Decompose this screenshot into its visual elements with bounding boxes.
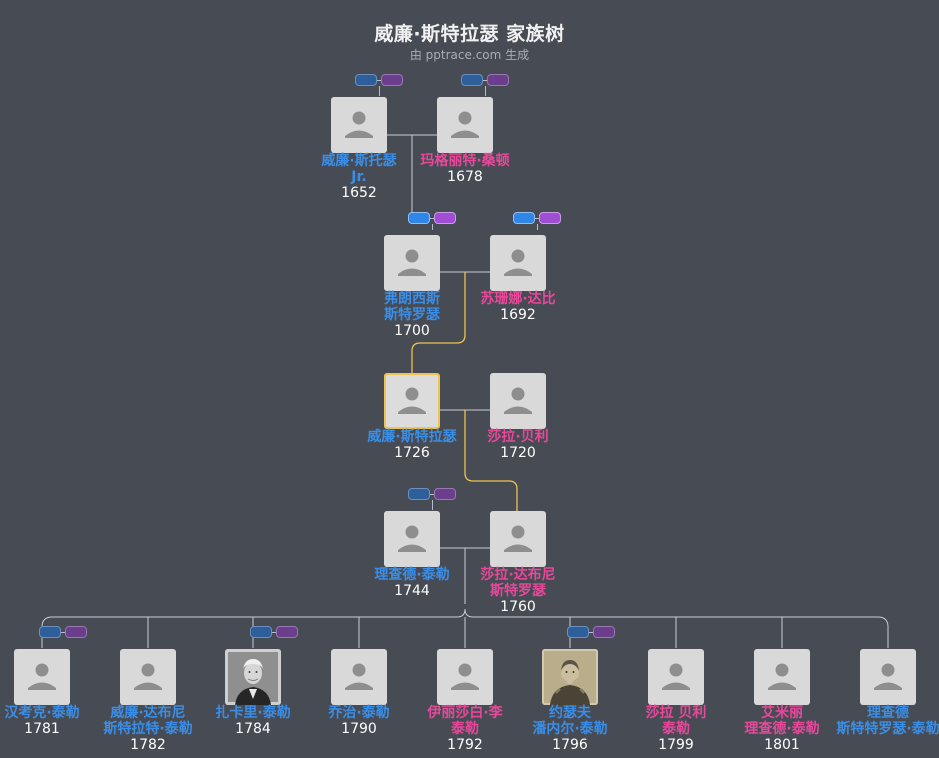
- person-name-line: 斯特特罗瑟·泰勒: [836, 721, 939, 737]
- parent-links-p7[interactable]: [408, 488, 460, 510]
- person-name-line: 威廉·斯托瑟: [321, 153, 397, 169]
- person-birth-year: 1760: [500, 599, 536, 615]
- person-name-line: 威廉·达布尼: [110, 705, 186, 721]
- mother-link-badge[interactable]: [487, 74, 509, 86]
- person-birth-year: 1678: [447, 169, 483, 185]
- parent-links-c3[interactable]: [250, 626, 302, 639]
- person-birth-year: 1744: [394, 583, 430, 599]
- person-birth-year: 1720: [500, 445, 536, 461]
- person-birth-year: 1781: [24, 721, 60, 737]
- person-birth-year: 1799: [658, 737, 694, 753]
- person-silhouette-icon[interactable]: [120, 649, 176, 705]
- mother-link-badge[interactable]: [434, 488, 456, 500]
- person-silhouette-icon[interactable]: [384, 235, 440, 291]
- person-silhouette-icon[interactable]: [331, 97, 387, 153]
- person-name-line: 莎拉 贝利: [645, 705, 707, 721]
- person-silhouette-icon[interactable]: [860, 649, 916, 705]
- person-birth-year: 1801: [764, 737, 800, 753]
- person-name-line: 泰勒: [662, 721, 690, 737]
- father-link-badge[interactable]: [39, 626, 61, 638]
- person-name: 乔治·泰勒: [328, 705, 390, 721]
- person-silhouette-icon[interactable]: [490, 373, 546, 429]
- person-name: 理查德·泰勒: [374, 567, 450, 583]
- person-name-line: 弗朗西斯: [384, 291, 440, 307]
- person-name: 苏珊娜·达比: [480, 291, 556, 307]
- page-title: 威廉·斯特拉瑟 家族树: [374, 23, 565, 45]
- parent-links-p2[interactable]: [461, 74, 513, 96]
- person-name: 莎拉 贝利泰勒: [611, 705, 741, 737]
- person-silhouette-icon[interactable]: [754, 649, 810, 705]
- person-birth-year: 1792: [447, 737, 483, 753]
- person-name-line: 斯特罗瑟: [490, 583, 546, 599]
- person-birth-year: 1796: [552, 737, 588, 753]
- person-birth-year: 1784: [235, 721, 271, 737]
- father-link-badge[interactable]: [513, 212, 535, 224]
- father-link-badge[interactable]: [250, 626, 272, 638]
- mother-link-badge[interactable]: [539, 212, 561, 224]
- person-name: 弗朗西斯斯特罗瑟: [347, 291, 477, 323]
- father-link-badge[interactable]: [567, 626, 589, 638]
- person-name-line: 莎拉·达布尼: [480, 567, 556, 583]
- person-name-line: Jr.: [351, 169, 367, 185]
- person-name: 理查德斯特特罗瑟·泰勒: [823, 705, 939, 737]
- person-silhouette-icon[interactable]: [437, 97, 493, 153]
- person-name-line: 潘内尔·泰勒: [532, 721, 608, 737]
- person-name: 莎拉·达布尼斯特罗瑟: [453, 567, 583, 599]
- person-name: 艾米丽理查德·泰勒: [717, 705, 847, 737]
- page-subtitle: 由 pptrace.com 生成: [409, 48, 530, 62]
- person-birth-year: 1700: [394, 323, 430, 339]
- person-name-line: 约瑟夫: [549, 705, 591, 721]
- parent-links-p3[interactable]: [408, 212, 460, 230]
- father-link-badge[interactable]: [408, 488, 430, 500]
- person-name: 伊丽莎白·李泰勒: [400, 705, 530, 737]
- parent-links-c1[interactable]: [39, 626, 91, 639]
- parent-links-p1[interactable]: [355, 74, 407, 96]
- mother-link-badge[interactable]: [434, 212, 456, 224]
- person-silhouette-icon[interactable]: [490, 511, 546, 567]
- father-link-badge[interactable]: [408, 212, 430, 224]
- person-name-line: 伊丽莎白·李: [427, 705, 503, 721]
- mother-link-badge[interactable]: [65, 626, 87, 638]
- person-name-line: 理查德·泰勒: [744, 721, 820, 737]
- person-birth-year: 1726: [394, 445, 430, 461]
- portrait-photo-icon[interactable]: [225, 649, 281, 705]
- person-name: 扎卡里·泰勒: [215, 705, 291, 721]
- person-name: 威廉·斯特拉瑟: [367, 429, 457, 445]
- person-silhouette-icon[interactable]: [437, 649, 493, 705]
- person-silhouette-icon[interactable]: [648, 649, 704, 705]
- mother-link-badge[interactable]: [381, 74, 403, 86]
- person-silhouette-icon[interactable]: [384, 511, 440, 567]
- lineage-line-2: [464, 410, 518, 512]
- children-branch-line: [41, 608, 889, 648]
- father-link-badge[interactable]: [355, 74, 377, 86]
- person-birth-year: 1782: [130, 737, 166, 753]
- person-silhouette-icon[interactable]: [14, 649, 70, 705]
- person-name-line: 艾米丽: [761, 705, 803, 721]
- person-birth-year: 1790: [341, 721, 377, 737]
- father-link-badge[interactable]: [461, 74, 483, 86]
- person-birth-year: 1692: [500, 307, 536, 323]
- person-name-line: 斯特拉特·泰勒: [103, 721, 193, 737]
- person-name-line: 理查德: [867, 705, 909, 721]
- person-silhouette-icon[interactable]: [384, 373, 440, 429]
- person-name-line: 斯特罗瑟: [384, 307, 440, 323]
- person-name: 威廉·达布尼斯特拉特·泰勒: [83, 705, 213, 737]
- person-name: 汉考克·泰勒: [4, 705, 80, 721]
- person-name: 玛格丽特·桑顿: [420, 153, 510, 169]
- mother-link-badge[interactable]: [593, 626, 615, 638]
- person-name: 约瑟夫潘内尔·泰勒: [505, 705, 635, 737]
- parent-links-p4[interactable]: [513, 212, 565, 230]
- lineage-line-1: [411, 272, 466, 374]
- person-silhouette-icon[interactable]: [490, 235, 546, 291]
- person-silhouette-icon[interactable]: [331, 649, 387, 705]
- person-name-line: 泰勒: [451, 721, 479, 737]
- person-name: 莎拉·贝利: [487, 429, 549, 445]
- parent-links-c6[interactable]: [567, 626, 619, 639]
- mother-link-badge[interactable]: [276, 626, 298, 638]
- engraved-portrait-icon[interactable]: [542, 649, 598, 705]
- person-birth-year: 1652: [341, 185, 377, 201]
